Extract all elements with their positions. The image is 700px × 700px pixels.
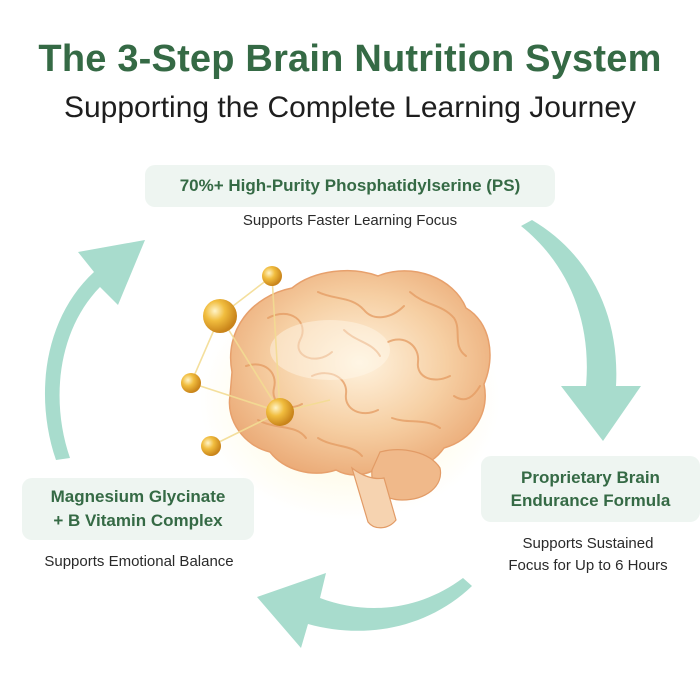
step-2-description-line-1: Supports Sustained (522, 535, 654, 552)
step-1-name-line: 70%+ High-Purity Phosphatidylserine (PS) (179, 176, 521, 195)
curved-arrow-icon (44, 240, 145, 460)
molecule-icon (262, 266, 282, 286)
curved-arrow-icon (257, 573, 472, 648)
step-3-name-line-1: Magnesium Glycinate (50, 487, 226, 506)
step-3-name-line-2: + B Vitamin Complex (53, 511, 223, 530)
step-2-description: Supports Sustained Focus for Up to 6 Hou… (476, 533, 700, 577)
molecule-icon (201, 436, 221, 456)
molecule-icon (181, 373, 201, 393)
page-title: The 3-Step Brain Nutrition System (38, 38, 662, 80)
step-3-description-line: Supports Emotional Balance (44, 553, 234, 570)
cycle-arrows (44, 220, 641, 648)
step-1-description: Supports Faster Learning Focus (145, 212, 555, 229)
step-2-name-line-1: Proprietary Brain (521, 468, 660, 487)
page-subtitle: Supporting the Complete Learning Journey (63, 91, 637, 124)
molecule-icon (203, 299, 237, 333)
curved-arrow-icon (521, 220, 641, 441)
step-2-description-line-2: Focus for Up to 6 Hours (508, 557, 668, 574)
step-2-name-line-2: Endurance Formula (510, 491, 671, 510)
step-2-name: Proprietary Brain Endurance Formula (481, 456, 700, 522)
step-1-name: 70%+ High-Purity Phosphatidylserine (PS) (145, 165, 555, 207)
step-3-name: Magnesium Glycinate + B Vitamin Complex (22, 478, 254, 540)
molecule-network (181, 266, 331, 456)
molecule-icon (266, 398, 294, 426)
step-1-description-line: Supports Faster Learning Focus (242, 212, 458, 229)
step-3-description: Supports Emotional Balance (10, 553, 268, 570)
